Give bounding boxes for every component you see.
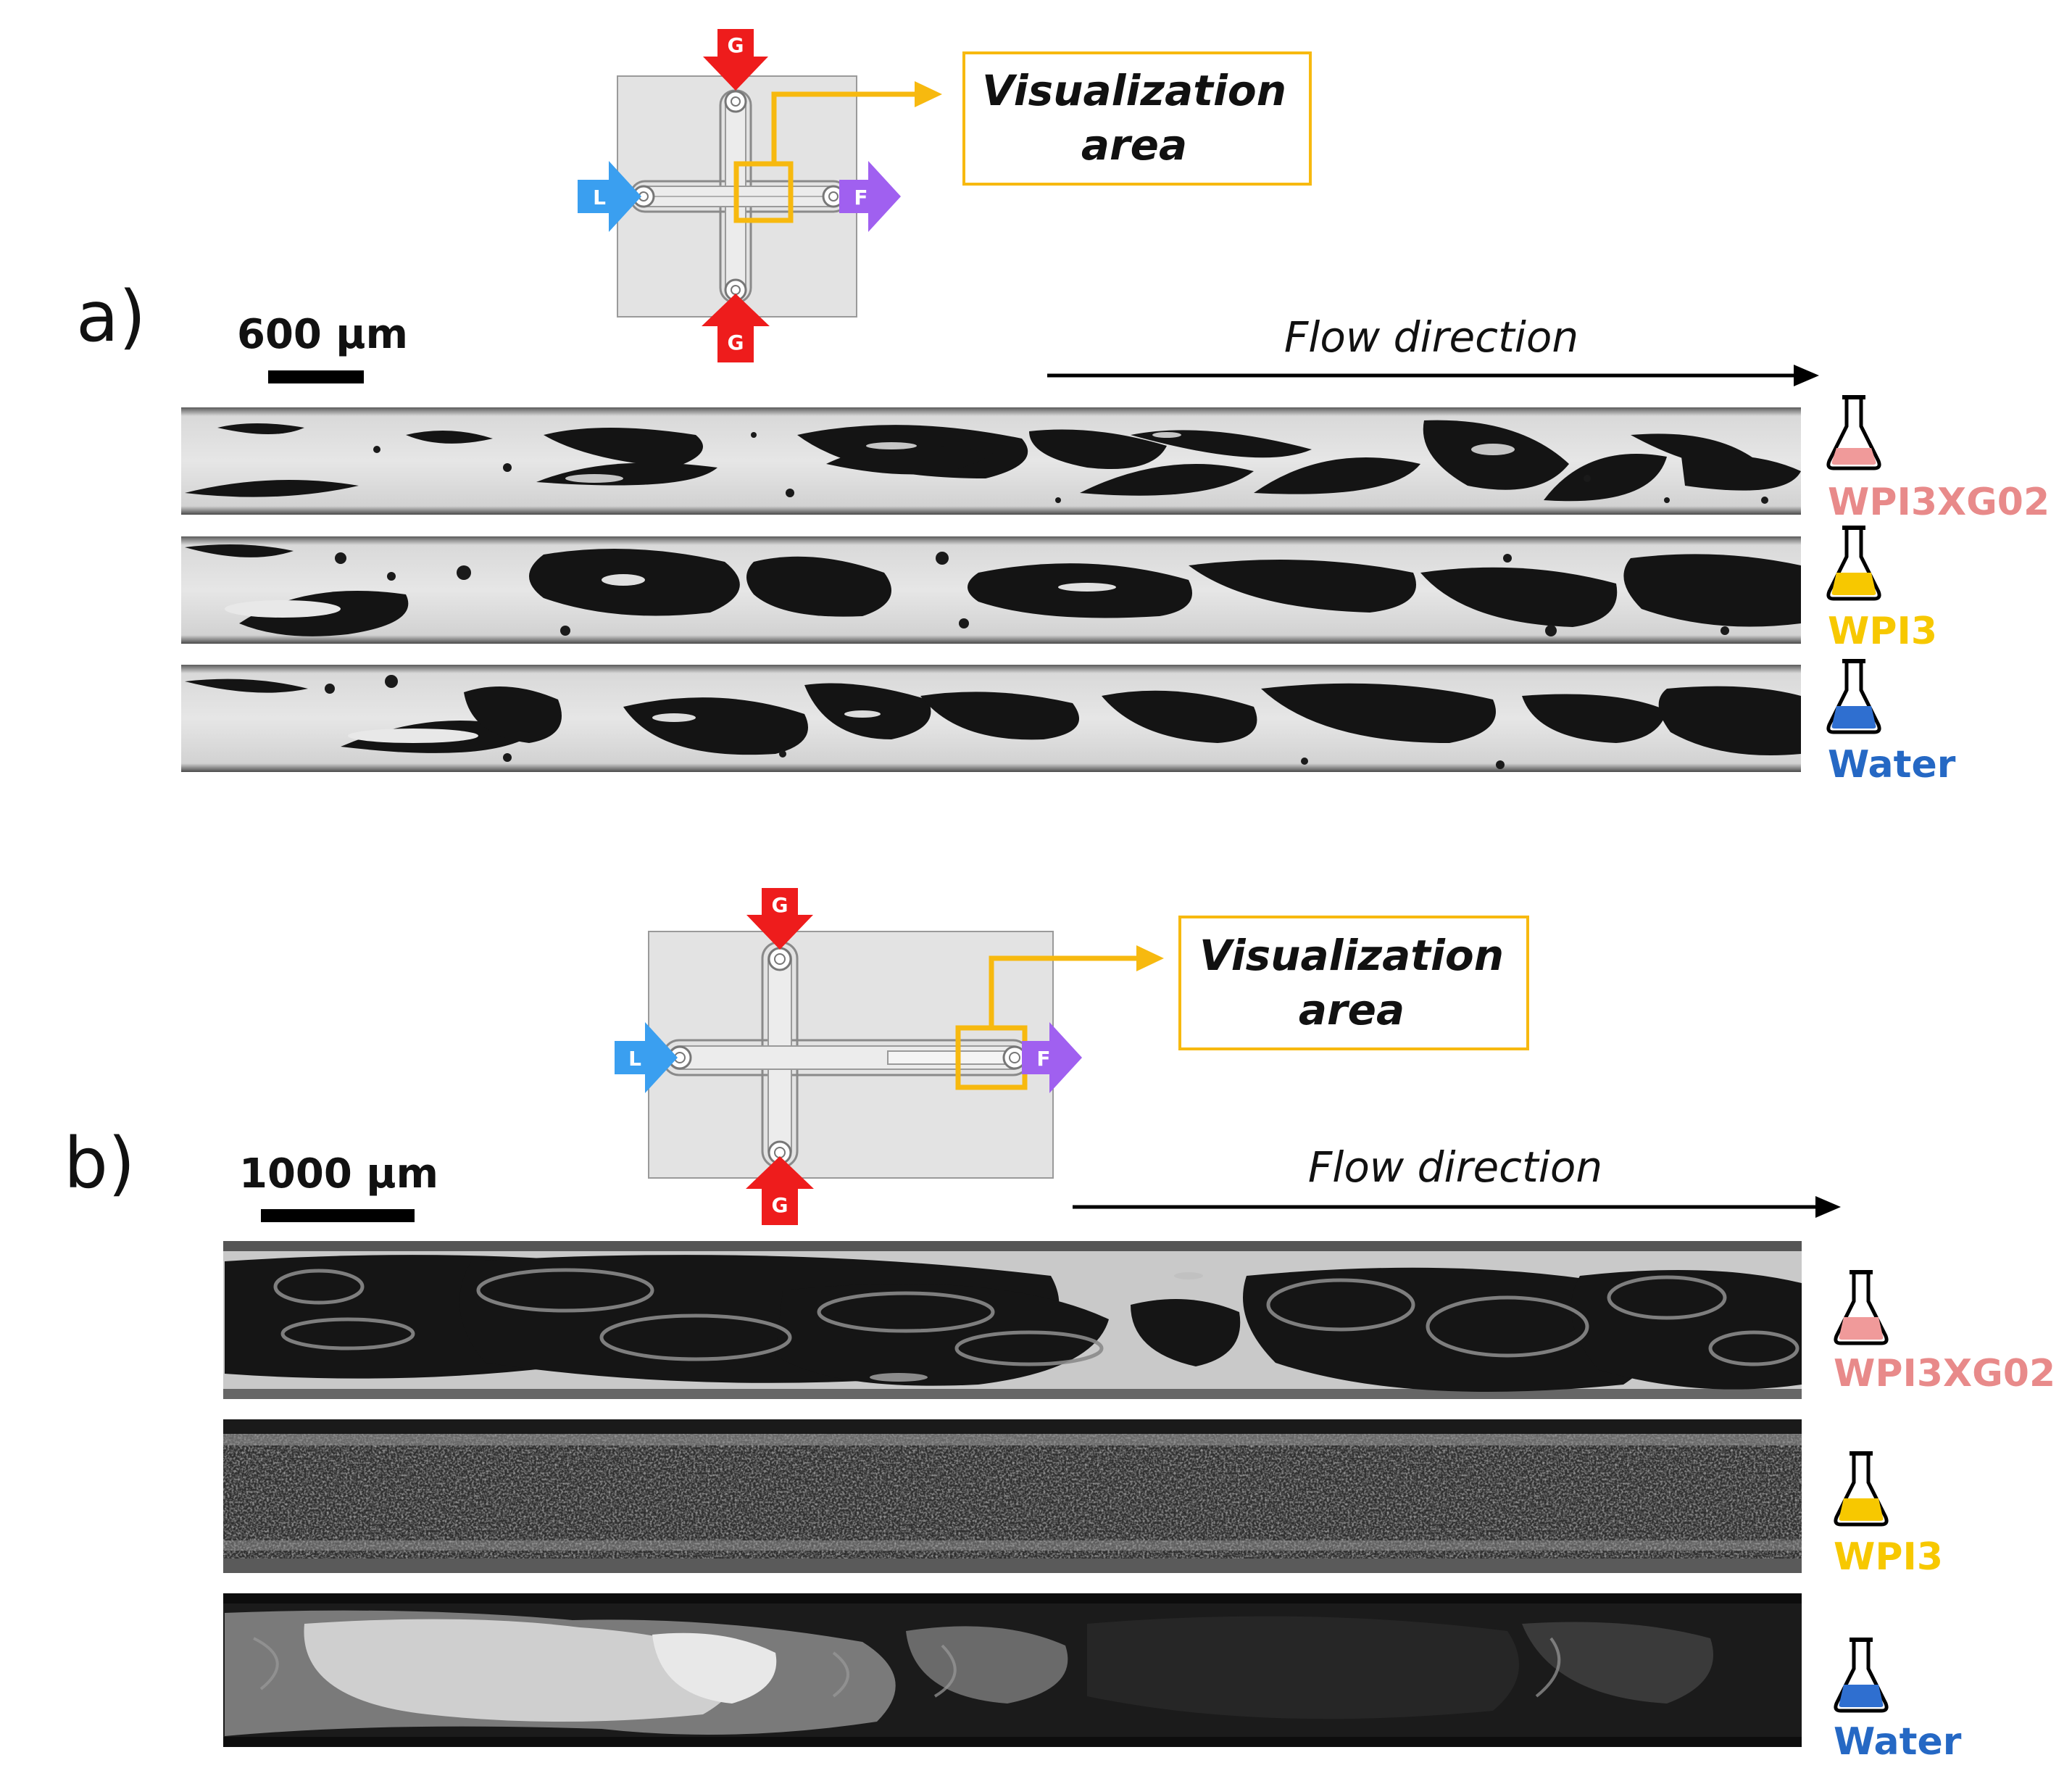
- sample-legend-b: WPI3XG02 WPI3 Water: [1834, 1270, 2055, 1764]
- flask-icon: [1834, 1270, 1889, 1345]
- svg-text:Visualization: Visualization: [982, 66, 1286, 115]
- sample-label-water-b: Water: [1834, 1720, 1962, 1764]
- visualization-connector: [989, 955, 1141, 1028]
- gas-inlet-bottom-arrow-icon: G: [702, 294, 770, 362]
- micro-strip-b-wpi3xg02: [223, 1241, 1802, 1399]
- svg-text:G: G: [728, 331, 744, 354]
- gas-inlet-top-arrow-icon: G: [746, 888, 813, 950]
- visualization-box: [733, 161, 794, 223]
- micro-strip-b-water: [223, 1593, 1802, 1747]
- visualization-label-b: Visualization area: [1178, 916, 1529, 1050]
- svg-text:Visualization: Visualization: [1199, 931, 1504, 980]
- svg-text:L: L: [593, 186, 606, 209]
- flask-icon: [1834, 1638, 1889, 1713]
- sample-label-wpi3-a: WPI3: [1828, 610, 1937, 653]
- panel-letter-a: a): [76, 276, 146, 357]
- svg-text:area: area: [1081, 120, 1187, 170]
- flow-direction-label-b: Flow direction: [1308, 1142, 1602, 1192]
- sample-label-wpi3-b: WPI3: [1834, 1535, 1943, 1579]
- flow-direction-label-a: Flow direction: [1284, 312, 1578, 362]
- micro-strip-a-water: [181, 665, 1801, 772]
- panel-b: b) G G L: [64, 888, 2055, 1764]
- scale-bar-a: [268, 370, 364, 383]
- liquid-inlet-arrow-icon: L: [615, 1022, 678, 1093]
- visualization-label-a: Visualization area: [962, 51, 1312, 186]
- svg-text:L: L: [628, 1047, 641, 1071]
- foam-outlet-arrow-icon: F: [839, 161, 901, 232]
- gas-inlet-bottom-arrow-icon: G: [746, 1156, 814, 1225]
- flask-icon: [1826, 659, 1881, 734]
- chip-schematic-a: G G L F: [578, 29, 942, 362]
- micro-strip-a-wpi3xg02: [181, 407, 1801, 515]
- scale-bar-label-b: 1000 μm: [239, 1150, 438, 1198]
- scale-bar-label-a: 600 μm: [237, 311, 408, 358]
- visualization-connector: [771, 91, 920, 164]
- sample-legend-a: WPI3XG02 WPI3 Water: [1826, 395, 2050, 787]
- svg-text:area: area: [1299, 985, 1405, 1034]
- svg-text:F: F: [1036, 1047, 1050, 1071]
- sample-label-wpi3xg02-b: WPI3XG02: [1834, 1352, 2055, 1395]
- svg-text:G: G: [728, 33, 744, 57]
- foam-outlet-arrow-icon: F: [1022, 1022, 1082, 1093]
- chip-schematic-b: G G L F: [615, 888, 1164, 1225]
- flask-icon: [1826, 526, 1881, 601]
- flask-icon: [1834, 1451, 1889, 1527]
- svg-text:F: F: [854, 186, 868, 209]
- svg-text:G: G: [772, 1193, 789, 1217]
- gas-inlet-top-arrow-icon: G: [703, 29, 768, 91]
- micro-strip-b-wpi3: [223, 1419, 1802, 1573]
- sample-label-water-a: Water: [1828, 743, 1956, 787]
- liquid-inlet-arrow-icon: L: [578, 161, 641, 232]
- flask-icon: [1826, 395, 1881, 470]
- svg-text:G: G: [772, 893, 789, 917]
- panel-a: a) G G: [76, 29, 2050, 787]
- sample-label-wpi3xg02-a: WPI3XG02: [1828, 481, 2050, 524]
- scale-bar-b: [261, 1209, 415, 1222]
- micro-strip-a-wpi3: [181, 536, 1801, 644]
- panel-letter-b: b): [64, 1123, 135, 1204]
